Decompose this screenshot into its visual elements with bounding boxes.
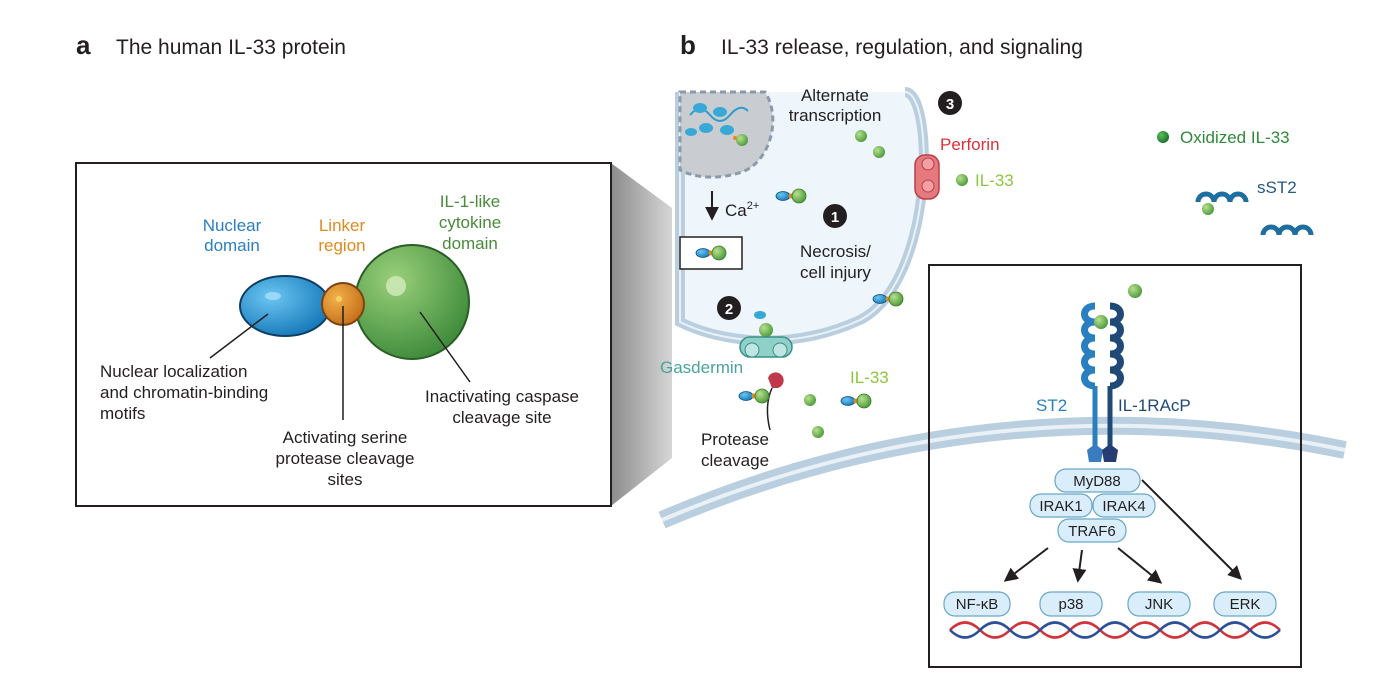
dying-cell [675, 87, 929, 346]
il33-molecule [840, 393, 872, 409]
chromatin-il33 [685, 103, 749, 146]
step-2-badge [717, 296, 741, 320]
necrosis-label-1: Necrosis/ [800, 242, 871, 261]
nuclear-domain-label-1: Nuclear [203, 216, 262, 235]
panel-a-letter: a [76, 30, 91, 60]
step-3-number: 3 [946, 96, 954, 113]
sst2-label: sST2 [1257, 178, 1297, 197]
nls-label-1: Nuclear localization [100, 362, 247, 381]
il33-dot [804, 394, 816, 406]
dna-helix [949, 621, 1281, 639]
step-1-badge [823, 204, 847, 228]
il1racp-label: IL-1RAcP [1118, 396, 1191, 415]
alternate-transcription-label-2: transcription [789, 106, 882, 125]
irak1-node: IRAK1 [1029, 493, 1093, 518]
nuclear-domain-shape [239, 275, 331, 337]
serine-label-3: sites [328, 470, 363, 489]
protease-cleavage-label-2: cleavage [701, 451, 769, 470]
protease-cleavage-label-1: Protease [701, 430, 769, 449]
serine-label-2: protease cleavage [276, 449, 415, 468]
caspase-leader-line [419, 311, 471, 383]
perforin-pore [914, 154, 940, 200]
step-1-number: 1 [831, 209, 839, 226]
svg-text:JNK: JNK [1145, 596, 1173, 613]
il1racp-receptor [1102, 302, 1124, 462]
il33-upper-label: IL-33 [975, 171, 1014, 190]
st2-receptor [1081, 302, 1103, 462]
il33-bound-dot [1094, 315, 1108, 329]
traf6-node: TRAF6 [1057, 518, 1127, 543]
step-2-number: 2 [725, 301, 733, 318]
il33-lower-label: IL-33 [850, 368, 889, 387]
protease-enzyme [766, 372, 784, 431]
svg-text:p38: p38 [1058, 596, 1083, 613]
necrosis-label-2: cell injury [800, 263, 871, 282]
cytokine-domain-label-3: domain [442, 234, 498, 253]
linker-region-label-1: Linker [319, 216, 366, 235]
arrow-to-jnk [1117, 547, 1163, 584]
signaling-box [928, 264, 1302, 668]
nuclear-domain-label-2: domain [204, 236, 260, 255]
il33-dot [956, 174, 968, 186]
svg-text:IRAK1: IRAK1 [1039, 498, 1082, 515]
alternate-transcription-label-1: Alternate [801, 86, 869, 105]
linker-region-label-2: region [318, 236, 365, 255]
perforin-label: Perforin [940, 135, 1000, 154]
p38-node: p38 [1039, 591, 1103, 617]
arrow-to-p38 [1072, 549, 1087, 583]
arrow-to-nfkb [1003, 547, 1049, 582]
erk-node: ERK [1213, 591, 1277, 617]
oxidized-il33-label: Oxidized IL-33 [1180, 128, 1290, 147]
il33-molecule [738, 388, 770, 404]
serine-label-1: Activating serine [283, 428, 408, 447]
svg-text:TRAF6: TRAF6 [1068, 523, 1116, 540]
gasdermin-label: Gasdermin [660, 358, 743, 377]
zoom-wedge [611, 163, 672, 506]
svg-text:NF-κB: NF-κB [956, 596, 999, 613]
oxidized-il33-legend-dot [1157, 131, 1169, 143]
panel-b-title: IL-33 release, regulation, and signaling [721, 36, 1083, 59]
svg-text:ERK: ERK [1230, 596, 1261, 613]
panel-a-title: The human IL-33 protein [116, 36, 346, 59]
cytokine-domain-shape [354, 244, 470, 360]
st2-label: ST2 [1036, 396, 1067, 415]
panel-b-letter: b [680, 30, 696, 60]
il33-dot [873, 146, 885, 158]
jnk-node: JNK [1127, 591, 1191, 617]
il33-dot [812, 426, 824, 438]
calcium-label: Ca2+ [725, 200, 759, 220]
il33-dot [1202, 203, 1214, 215]
step-3-badge [938, 91, 962, 115]
svg-text:MyD88: MyD88 [1073, 473, 1121, 490]
cytokine-domain-label-1: IL-1-like [440, 192, 500, 211]
sst2-receptor [1195, 191, 1314, 236]
il33-dot [1128, 284, 1142, 298]
gasdermin-pore [739, 311, 793, 358]
nls-leader-line [209, 313, 269, 359]
myd88-node: MyD88 [1054, 468, 1141, 493]
caspase-label-2: cleavage site [452, 408, 551, 427]
irak4-node: IRAK4 [1092, 493, 1156, 518]
nfkb-node: NF-κB [943, 591, 1011, 617]
svg-text:IRAK4: IRAK4 [1102, 498, 1145, 515]
cytokine-domain-label-2: cytokine [439, 213, 501, 232]
nls-label-2: and chromatin-binding [100, 383, 268, 402]
nls-label-3: motifs [100, 404, 145, 423]
il33-dot [855, 130, 867, 142]
arrow-to-erk [1141, 479, 1242, 580]
caspase-label-1: Inactivating caspase [425, 387, 579, 406]
il33-protein-model [239, 244, 470, 360]
